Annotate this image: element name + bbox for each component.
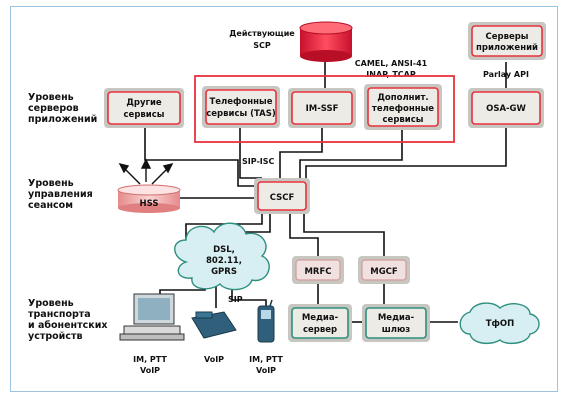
connection-lines [144,62,507,323]
other-services-box: Другие сервисы [104,88,184,128]
svg-text:IM-SSF: IM-SSF [306,104,339,114]
phone-caption: VoIP [204,355,224,364]
svg-text:Уровень: Уровень [28,178,74,189]
svg-text:шлюз: шлюз [382,325,411,335]
svg-text:ТфОП: ТфОП [486,319,515,329]
mgcf-box: MGCF [358,256,410,284]
computer-icon [119,293,185,341]
level-transport-label: Уровень транспорта и абонентских устройс… [28,298,107,342]
svg-text:CSCF: CSCF [270,193,295,203]
svg-text:HSS: HSS [140,199,159,209]
svg-text:Медиа-: Медиа- [378,313,415,323]
mobile-caption-2: VoIP [256,366,276,375]
scp-cylinder [299,21,353,62]
parlay-api-label: Parlay API [483,70,529,79]
hss-cylinder: HSS [117,184,181,213]
media-server-box: Медиа- сервер [288,304,352,342]
svg-text:телефонные: телефонные [372,104,434,114]
sip-isc-label: SIP-ISC [242,157,275,166]
svg-text:сервисы: сервисы [124,110,165,120]
mobile-caption-1: IM, PTT [249,355,283,364]
im-ssf-box: IM-SSF [288,88,356,128]
hss-arrows [118,158,174,185]
mobile-phone-icon [257,299,275,343]
svg-text:DSL,: DSL, [213,245,235,255]
tas-box: Телефонные сервисы (TAS) [202,86,280,128]
svg-text:Телефонные: Телефонные [209,97,272,107]
svg-text:транспорта: транспорта [28,309,91,320]
mrfc-box: MRFC [292,256,344,284]
svg-text:сервер: сервер [303,325,337,335]
pc-caption-1: IM, PTT [133,355,167,364]
svg-text:сервисы (TAS): сервисы (TAS) [206,109,276,119]
svg-text:Медиа-: Медиа- [302,313,339,323]
svg-text:сеансом: сеансом [28,200,73,211]
svg-text:устройств: устройств [28,331,82,342]
svg-text:серверов: серверов [28,103,79,114]
access-network-cloud: DSL, 802.11, GPRS [174,222,270,291]
pc-caption-2: VoIP [140,366,160,375]
svg-text:управления: управления [28,189,93,200]
svg-text:MRFC: MRFC [304,267,331,277]
svg-text:802.11,: 802.11, [206,256,242,266]
scp-protocol-1: CAMEL, ANSI-41 [355,59,428,68]
pstn-cloud: ТфОП [459,302,540,345]
extra-services-box: Дополнит. телефонные сервисы [364,84,442,130]
app-servers-label-1: Серверы [485,32,528,42]
svg-text:приложений: приложений [28,114,97,125]
svg-text:Уровень: Уровень [28,298,74,309]
imported-services-frame [194,75,455,143]
media-gateway-box: Медиа- шлюз [362,304,430,342]
svg-text:MGCF: MGCF [370,267,398,277]
level-session-label: Уровень управления сеансом [28,178,93,211]
svg-text:Дополнит.: Дополнит. [377,93,428,103]
app-servers-label-2: приложений [476,43,538,53]
svg-text:Уровень: Уровень [28,92,74,103]
scp-protocol-2: INAP, TCAP [366,70,416,79]
app-servers-box [468,22,546,60]
desk-phone-icon [191,311,237,339]
svg-text:GPRS: GPRS [211,267,237,277]
osa-gw-box: OSA-GW [468,88,544,128]
level-app-label: Уровень серверов приложений [28,92,97,125]
sip-label: SIP [228,295,243,304]
scp-label-1: Действующие [229,29,295,38]
svg-text:OSA-GW: OSA-GW [486,104,526,114]
svg-text:Другие: Другие [126,98,162,108]
scp-label-2: SCP [253,41,271,50]
svg-text:и абонентских: и абонентских [28,320,107,331]
svg-text:сервисы: сервисы [383,115,424,125]
cscf-box: CSCF [254,178,310,214]
